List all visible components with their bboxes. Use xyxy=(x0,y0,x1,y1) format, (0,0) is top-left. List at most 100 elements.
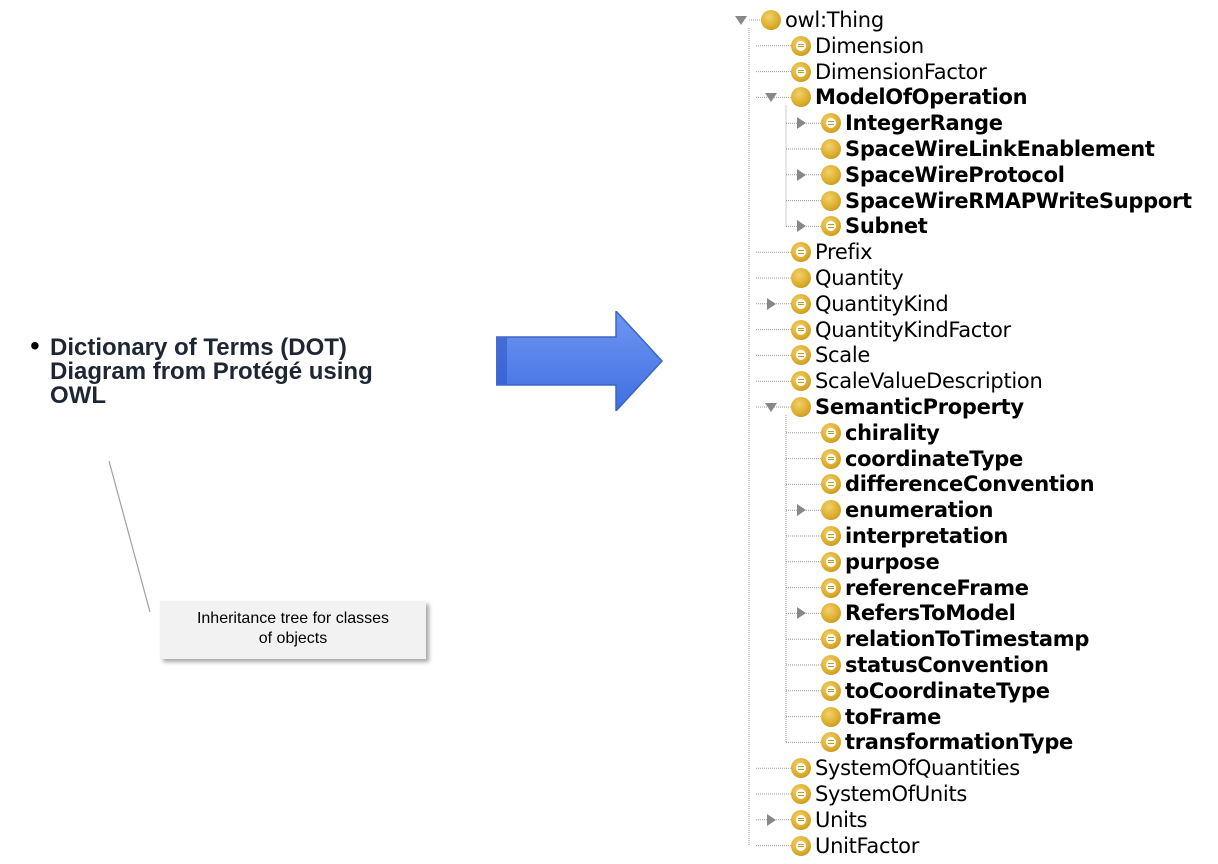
expand-triangle-icon[interactable] xyxy=(735,16,747,25)
tree-node-label: SpaceWireRMAPWriteSupport xyxy=(845,188,1192,213)
tree-node-label: Quantity xyxy=(815,266,904,290)
tree-node-label: enumeration xyxy=(845,498,994,523)
defined-class-icon xyxy=(791,758,811,779)
class-icon xyxy=(761,10,781,30)
tree-node-label: coordinateType xyxy=(845,446,1023,471)
tree-node[interactable]: differenceConvention xyxy=(821,471,1095,497)
tree-node-label: transformationType xyxy=(845,730,1073,755)
collapse-triangle-icon[interactable] xyxy=(797,220,806,233)
tree-node[interactable]: statusConvention xyxy=(821,652,1049,678)
collapse-triangle-icon[interactable] xyxy=(767,813,776,826)
class-icon xyxy=(821,139,841,159)
tree-node-label: Scale xyxy=(815,343,870,368)
tree-node-label: SystemOfQuantities xyxy=(815,756,1020,781)
tree-node[interactable]: Subnet xyxy=(821,213,928,239)
tree-node-label: Prefix xyxy=(815,240,873,265)
expand-triangle-icon[interactable] xyxy=(765,93,777,103)
defined-class-icon xyxy=(791,35,811,56)
tree-node[interactable]: QuantityKindFactor xyxy=(791,317,1011,343)
tree-node[interactable]: toFrame xyxy=(821,704,941,730)
tree-node[interactable]: ModelOfOperation xyxy=(791,84,1028,110)
tree-node-label: Dimension xyxy=(815,33,924,58)
defined-class-icon xyxy=(821,655,841,675)
defined-class-icon xyxy=(821,113,841,134)
defined-class-icon xyxy=(821,216,841,237)
defined-class-icon xyxy=(821,577,841,598)
tree-node[interactable]: relationToTimestamp xyxy=(821,626,1089,652)
tree-node[interactable]: coordinateType xyxy=(821,446,1023,472)
tree-node-label: IntegerRange xyxy=(845,111,1003,136)
tree-node[interactable]: UnitFactor xyxy=(791,833,919,859)
collapse-triangle-icon[interactable] xyxy=(797,607,806,620)
tree-node[interactable]: Quantity xyxy=(791,265,904,291)
tree-node[interactable]: Scale xyxy=(791,342,870,368)
defined-class-icon xyxy=(821,422,841,443)
tree-node[interactable]: SpaceWireRMAPWriteSupport xyxy=(821,188,1192,214)
defined-class-icon xyxy=(791,371,811,392)
tree-node-label: owl:Thing xyxy=(785,8,884,32)
tree-node-label: Subnet xyxy=(845,214,928,239)
defined-class-icon xyxy=(791,319,811,340)
tree-node[interactable]: enumeration xyxy=(821,497,993,523)
collapse-triangle-icon[interactable] xyxy=(797,168,806,181)
tree-node[interactable]: transformationType xyxy=(821,729,1073,755)
tree-node[interactable]: SystemOfUnits xyxy=(791,781,967,807)
tree-node[interactable]: SystemOfQuantities xyxy=(791,755,1020,781)
tree-node-label: toCoordinateType xyxy=(845,678,1050,703)
tree-node[interactable]: Prefix xyxy=(791,239,873,265)
tree-node[interactable]: Units xyxy=(791,807,868,833)
defined-class-icon xyxy=(791,835,811,856)
tree-node-label: referenceFrame xyxy=(845,575,1029,600)
tree-node-label: Units xyxy=(815,807,868,832)
tree-node-label: toFrame xyxy=(845,704,942,729)
class-icon xyxy=(791,268,811,288)
expand-triangle-icon[interactable] xyxy=(765,403,777,412)
tree-node[interactable]: SpaceWireProtocol xyxy=(821,162,1065,188)
tree-node-label: statusConvention xyxy=(845,653,1049,677)
collapse-triangle-icon[interactable] xyxy=(797,504,806,517)
defined-class-icon xyxy=(821,526,841,546)
right-arrow-icon xyxy=(496,311,664,411)
tree-node[interactable]: ScaleValueDescription xyxy=(791,368,1043,394)
defined-class-icon xyxy=(791,809,811,830)
tree-node[interactable]: referenceFrame xyxy=(821,575,1029,601)
class-icon xyxy=(821,603,841,624)
tree-node[interactable]: Dimension xyxy=(791,33,924,59)
tree-node[interactable]: QuantityKind xyxy=(791,291,949,317)
class-icon xyxy=(821,500,841,521)
tree-node-label: purpose xyxy=(845,549,940,574)
class-icon xyxy=(821,190,841,211)
tree-node-label: ModelOfOperation xyxy=(815,85,1028,110)
tree-node[interactable]: SpaceWireLinkEnablement xyxy=(821,136,1155,162)
defined-class-icon xyxy=(821,732,841,753)
tree-node[interactable]: interpretation xyxy=(821,523,1008,549)
defined-class-icon xyxy=(821,551,841,572)
class-icon xyxy=(791,87,811,108)
tree-node-label: QuantityKindFactor xyxy=(815,317,1011,342)
tree-node-label: UnitFactor xyxy=(815,833,920,858)
tree-node-label: DimensionFactor xyxy=(815,59,987,84)
tree-node[interactable]: purpose xyxy=(821,549,940,575)
tree-node-label: chirality xyxy=(845,420,940,445)
tree-node-label: differenceConvention xyxy=(845,472,1095,497)
tree-node-label: SystemOfUnits xyxy=(815,782,968,806)
collapse-triangle-icon[interactable] xyxy=(767,297,776,310)
collapse-triangle-icon[interactable] xyxy=(797,117,806,130)
tree-node-label: SpaceWireLinkEnablement xyxy=(845,137,1155,161)
tree-node[interactable]: IntegerRange xyxy=(821,110,1003,136)
tree-node[interactable]: chirality xyxy=(821,420,940,446)
tree-node[interactable]: SemanticProperty xyxy=(791,394,1024,420)
class-icon xyxy=(791,397,811,417)
tree-node[interactable]: RefersToModel xyxy=(821,600,1016,626)
tree-node[interactable]: owl:Thing xyxy=(761,7,884,33)
tree-node-label: SpaceWireProtocol xyxy=(845,162,1065,187)
defined-class-icon xyxy=(791,345,811,366)
tree-node[interactable]: DimensionFactor xyxy=(791,59,987,85)
tree-node-label: interpretation xyxy=(845,524,1009,548)
tree-node[interactable]: toCoordinateType xyxy=(821,678,1050,704)
class-icon xyxy=(821,706,841,727)
defined-class-icon xyxy=(791,293,811,314)
